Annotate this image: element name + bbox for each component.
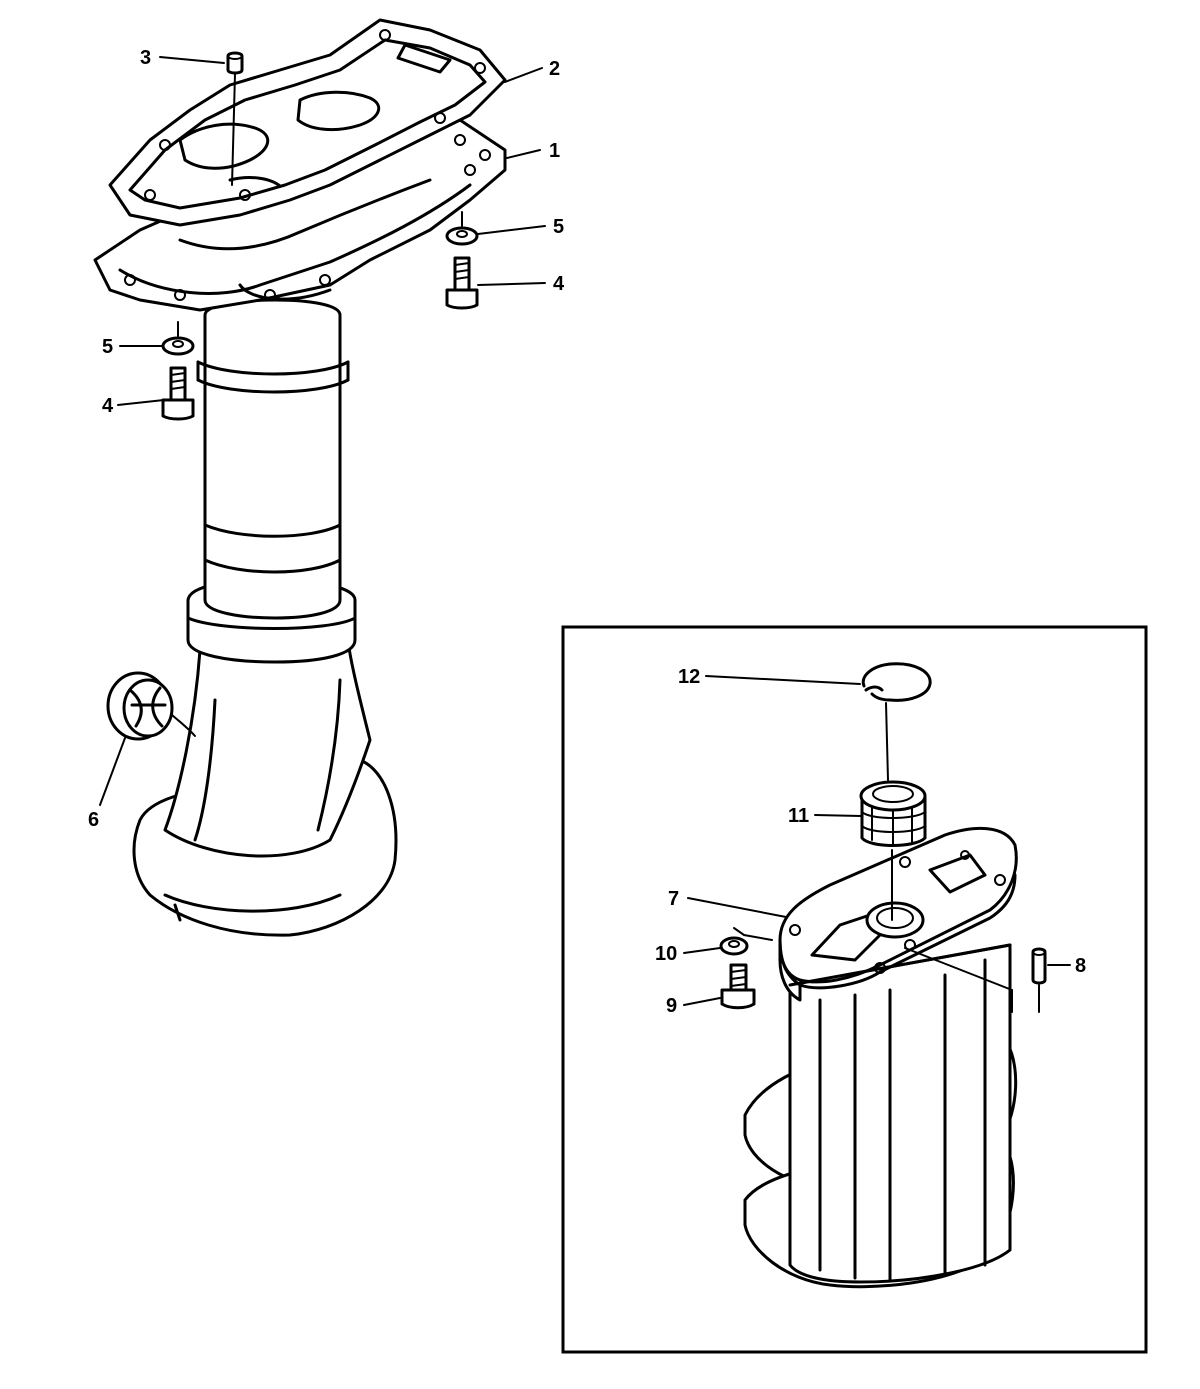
callout-2: 2 — [549, 58, 560, 80]
detail-inset-frame — [561, 625, 1148, 1354]
callout-9: 9 — [666, 995, 677, 1017]
grommet-6 — [106, 671, 196, 741]
callout-11: 11 — [788, 805, 809, 827]
callout-8: 8 — [1075, 955, 1086, 977]
dowel-pin-3 — [226, 51, 244, 186]
bolt-4-right — [445, 256, 479, 310]
callout-5: 5 — [102, 336, 113, 358]
callout-10: 10 — [655, 943, 677, 965]
spacer-housing-7 — [743, 826, 1018, 1289]
callout-1: 1 — [549, 140, 560, 162]
washer-5-left — [161, 321, 195, 356]
bolt-9 — [720, 963, 756, 1010]
driveshaft-housing — [93, 118, 507, 937]
callout-12: 12 — [678, 666, 700, 688]
retaining-ring-12 — [861, 662, 932, 702]
gasket — [108, 18, 507, 227]
leader-lines — [99, 56, 1071, 1006]
washer-10 — [719, 927, 773, 956]
bolt-4-left — [161, 366, 195, 421]
callout-5: 5 — [553, 216, 564, 238]
callout-4: 4 — [553, 273, 565, 295]
lock-nut-11 — [859, 702, 927, 847]
dowel-pin-8 — [904, 947, 1047, 1013]
callout-7: 7 — [668, 888, 679, 910]
callout-4: 4 — [102, 395, 114, 417]
washer-5-right — [445, 211, 479, 246]
callout-3: 3 — [140, 47, 151, 69]
callout-6: 6 — [88, 809, 99, 831]
callout-labels: 1 2 3 5 4 5 4 6 12 11 7 8 10 9 — [88, 47, 1086, 1017]
